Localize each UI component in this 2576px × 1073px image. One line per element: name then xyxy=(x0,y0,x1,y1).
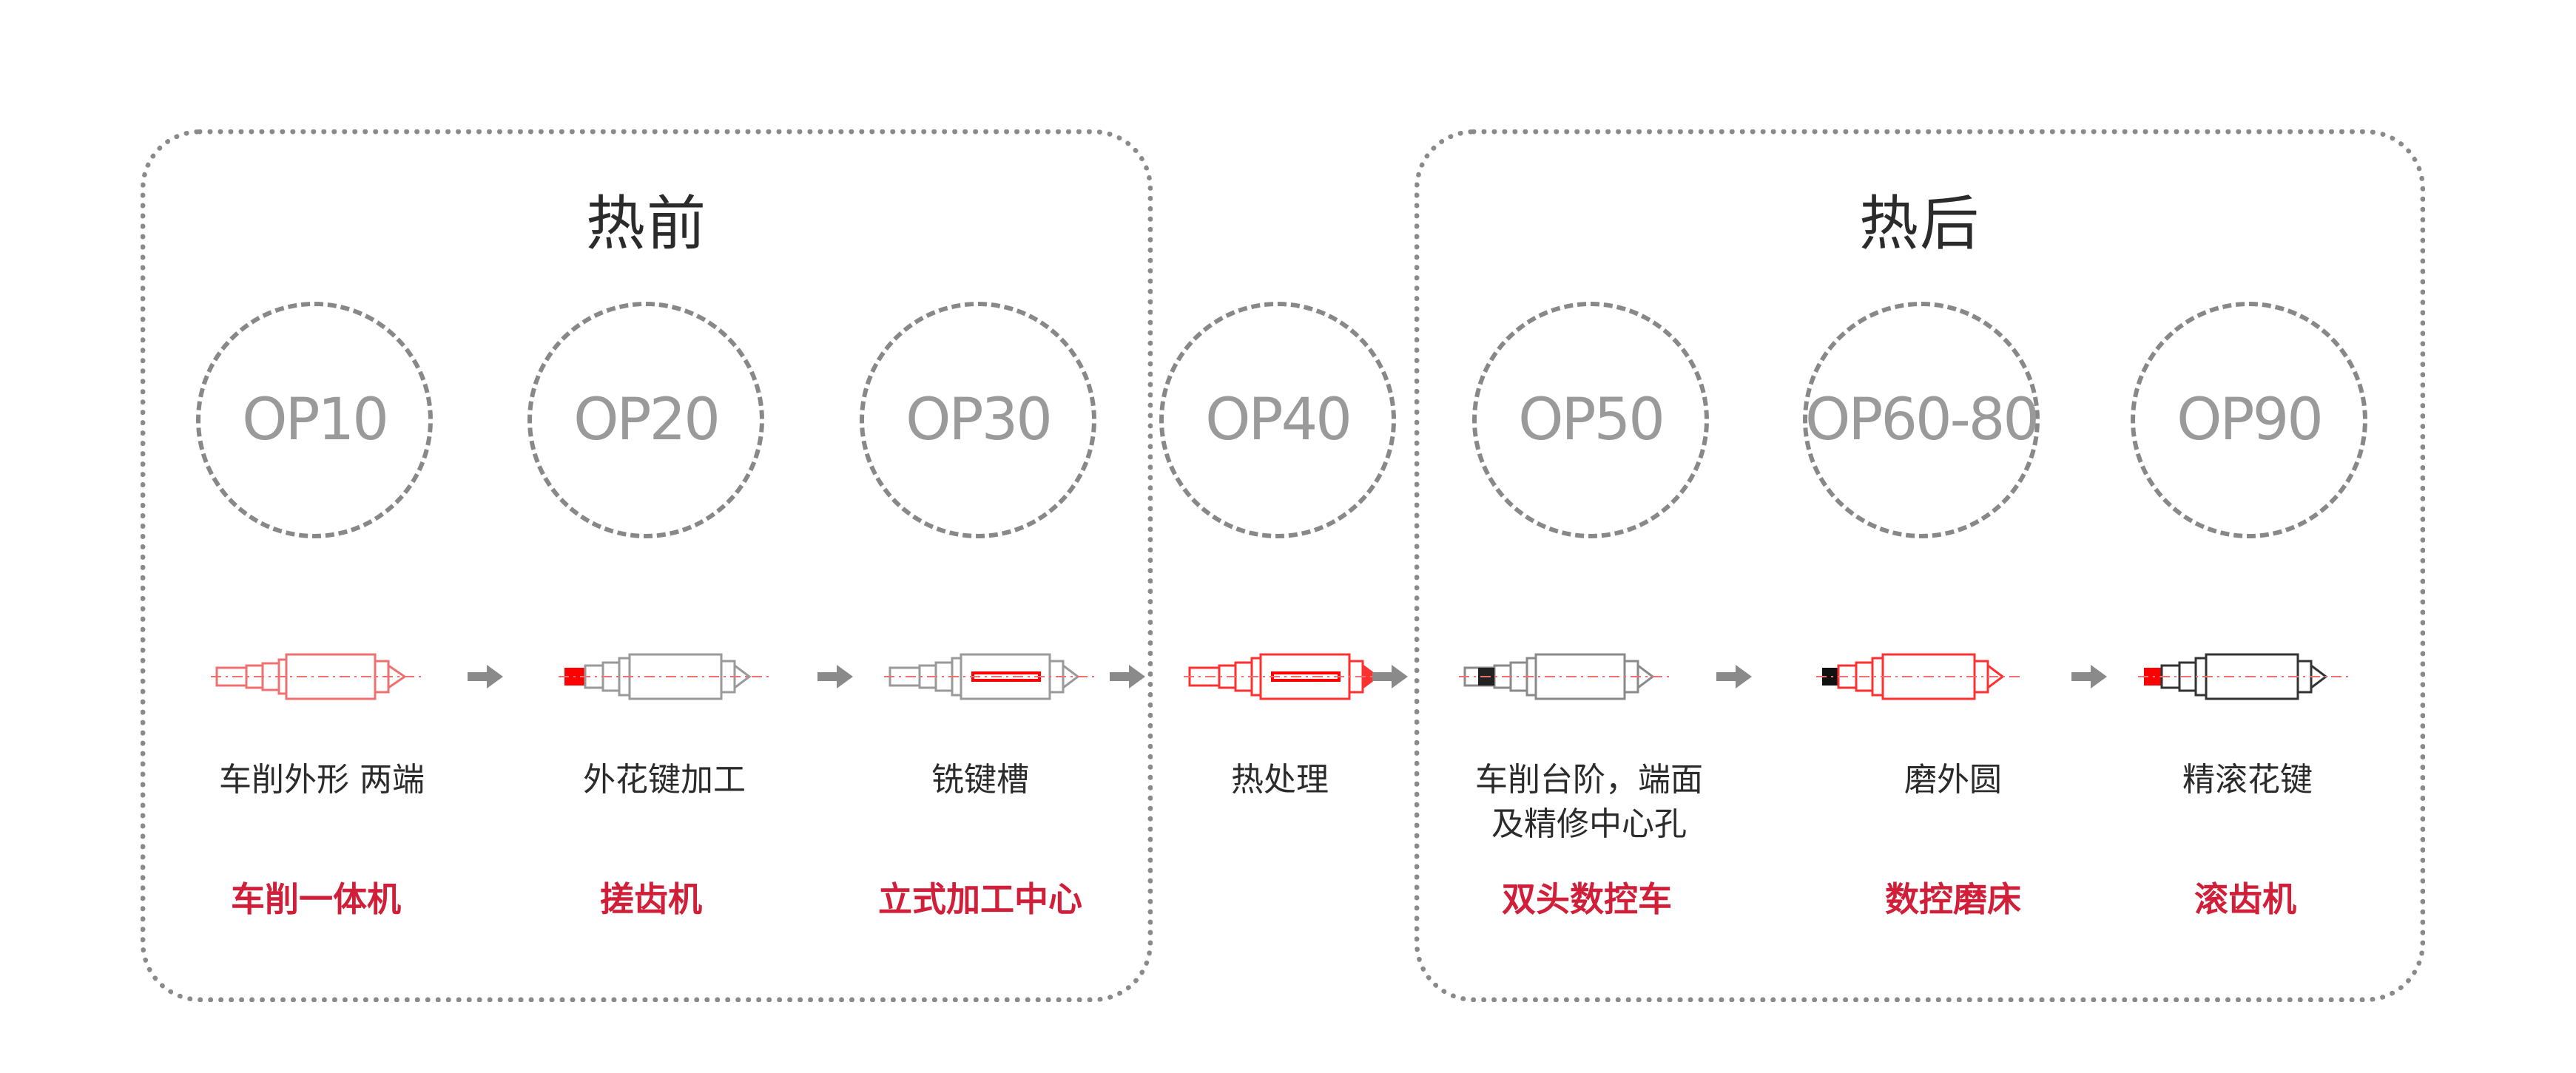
stage-description-op30: 铣键槽 xyxy=(931,761,1029,799)
op-label: OP60-80 xyxy=(1804,387,2040,453)
machine-label-op60-80: 数控磨床 xyxy=(1885,879,2021,919)
machine-label-op30: 立式加工中心 xyxy=(878,879,1082,919)
shaft-drawing-op90 xyxy=(2138,653,2349,700)
shaft-drawing-op30 xyxy=(884,653,1099,700)
flow-arrow xyxy=(1716,665,1752,688)
op-circle-op60-80: OP60-80 xyxy=(1803,302,2040,538)
stage-description-op50: 车削台阶，端面 及精修中心孔 xyxy=(1419,758,1759,847)
op-label: OP90 xyxy=(2177,387,2324,453)
stage-description-line: 车削台阶，端面 xyxy=(1475,761,1703,799)
machine-label-op90: 滚齿机 xyxy=(2194,879,2296,919)
op-circle-op30: OP30 xyxy=(860,302,1096,538)
op-label: OP50 xyxy=(1518,387,1665,453)
flow-arrow xyxy=(2071,665,2107,688)
stage-description-op20: 外花键加工 xyxy=(583,761,746,799)
stage-description-op10: 车削外形 两端 xyxy=(219,761,425,799)
shaft-drawing-op20 xyxy=(559,653,769,700)
shaft-drawing-op40 xyxy=(1184,653,1398,700)
stage-description-op40: 热处理 xyxy=(1231,761,1329,799)
op-circle-op50: OP50 xyxy=(1472,302,1709,538)
op-label: OP10 xyxy=(242,387,389,453)
op-label: OP40 xyxy=(1205,387,1352,453)
stage-description-op60-80: 磨外圆 xyxy=(1904,761,2002,799)
stage-description-line: 及精修中心孔 xyxy=(1491,805,1687,843)
post-heat-title: 热后 xyxy=(1859,189,1980,258)
op-circle-op20: OP20 xyxy=(527,302,764,538)
op-circle-op40: OP40 xyxy=(1159,302,1396,538)
shaft-drawing-op50 xyxy=(1459,653,1673,700)
machine-label-op10: 车削一体机 xyxy=(231,879,401,919)
flow-arrow xyxy=(1372,665,1408,688)
stage-description-op90: 精滚花键 xyxy=(2182,761,2313,799)
op-label: OP20 xyxy=(573,387,721,453)
machine-label-op50: 双头数控车 xyxy=(1502,879,1672,919)
shaft-drawing-op60-80 xyxy=(1816,653,2023,700)
op-circle-op90: OP90 xyxy=(2131,302,2367,538)
shaft-drawing-op10 xyxy=(211,653,425,700)
post-heat-group: 热后 xyxy=(1415,129,2425,1002)
flow-arrow xyxy=(468,665,503,688)
flow-arrow xyxy=(817,665,853,688)
flow-arrow xyxy=(1110,665,1145,688)
pre-heat-title: 热前 xyxy=(586,189,707,258)
op-label: OP30 xyxy=(906,387,1053,453)
pre-heat-group: 热前 xyxy=(141,129,1153,1002)
op-circle-op10: OP10 xyxy=(196,302,433,538)
machine-label-op20: 搓齿机 xyxy=(600,879,702,919)
